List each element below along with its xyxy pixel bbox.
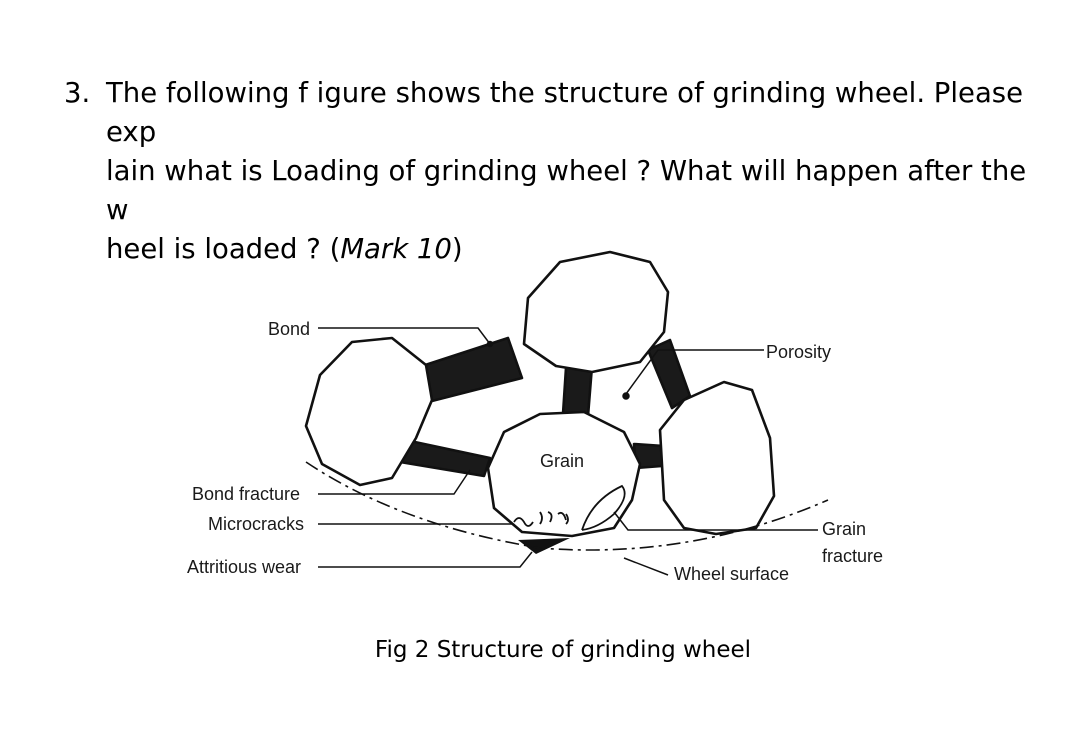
- leader-grain-fracture: [613, 511, 818, 531]
- wheel-surface-arc: [305, 461, 829, 551]
- mark-value: Mark 10: [340, 233, 452, 265]
- label-bond-fracture: Bond fracture: [192, 484, 300, 504]
- question-line-3: heel is loaded ? (Mark 10): [106, 233, 463, 265]
- bond-top-middle: [561, 364, 594, 418]
- question-text: The following f igure shows the structur…: [106, 74, 1044, 269]
- label-attritious-wear: Attritious wear: [187, 557, 301, 577]
- label-grain-fracture-1: Grain: [822, 519, 866, 539]
- label-grain: Grain: [540, 451, 584, 471]
- grain-top: [522, 250, 670, 374]
- question-line-2: lain what is Loading of grinding wheel ?…: [106, 155, 1027, 226]
- microcracks-marks: [513, 511, 569, 527]
- leader-bond-fracture: [318, 469, 471, 495]
- leader-porosity: [625, 349, 764, 395]
- leader-attritious-wear: [318, 551, 533, 568]
- label-microcracks: Microcracks: [208, 514, 304, 534]
- figure-caption: Fig 2 Structure of grinding wheel: [374, 637, 752, 663]
- question-line-1: The following f igure shows the structur…: [106, 77, 1024, 148]
- label-porosity: Porosity: [766, 342, 831, 362]
- grain-right: [658, 380, 776, 536]
- leader-bond: [318, 327, 491, 345]
- leader-wheel-surface: [623, 557, 669, 576]
- grain-fracture-crack: [581, 484, 626, 531]
- label-bond: Bond: [268, 319, 310, 339]
- label-wheel-surface: Wheel surface: [674, 564, 789, 584]
- question-block: 3. The following f igure shows the struc…: [64, 74, 1044, 269]
- attritious-wear-flat: [518, 538, 570, 554]
- label-grain-fracture-2: fracture: [822, 546, 883, 566]
- question-number: 3.: [64, 77, 91, 109]
- grain-left: [304, 336, 434, 487]
- grain-center: [486, 410, 642, 538]
